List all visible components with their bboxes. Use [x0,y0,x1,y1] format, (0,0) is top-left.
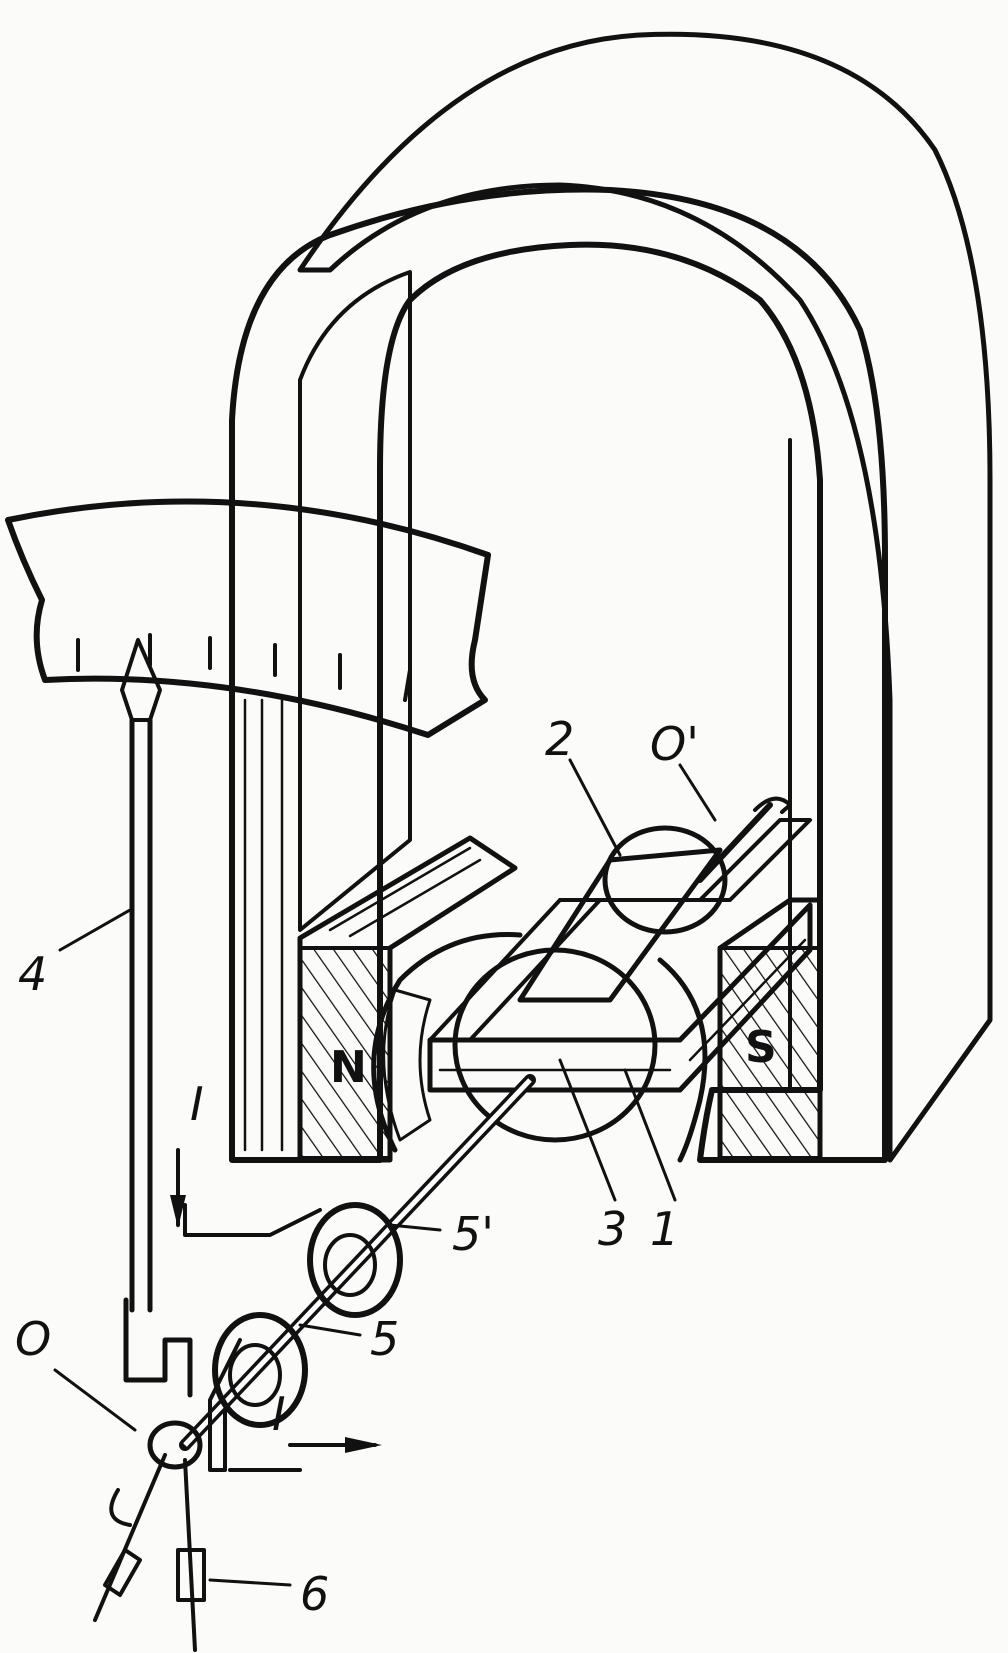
front-pivot [147,1420,203,1470]
label-spring-rear: 5' [452,1207,494,1261]
scale-ticks [76,633,412,702]
pole-pieces: N S [297,835,823,1163]
label-axis-rear: O' [650,717,699,771]
rear-axle [697,802,773,883]
core-end [602,825,728,935]
lead-terminal [176,1548,206,1602]
pole-gap-arc [371,932,708,1163]
magnet-front-face [229,186,888,1163]
magnet-left-leg-inner [298,270,412,932]
leader-1 [623,1068,677,1202]
leader-6 [208,1578,292,1587]
leader-5-prime [388,1223,442,1232]
scale-plate [5,498,491,738]
label-spring-front: 5 [370,1312,399,1366]
leader-2 [568,758,622,857]
core-and-coil [427,796,813,1143]
leader-lines [53,758,717,1587]
front-spiral-spring [212,1312,308,1428]
label-current-in: I [190,1077,204,1131]
label-lead: 6 [300,1567,329,1621]
label-frame: 3 [598,1202,627,1256]
labels: 4 2 O' 3 1 5' 5 6 O I I [15,712,699,1621]
pointer [120,638,193,1398]
rear-spiral-spring [307,1202,403,1318]
shaft-assembly [93,1074,536,1652]
label-axis-front: O [15,1312,51,1366]
label-pole-piece: 1 [650,1202,679,1256]
pointer-shaft [129,717,153,1313]
leader-O [53,1368,137,1432]
label-current-out: I [272,1387,286,1441]
pointer-tip [120,638,162,722]
current-arrows [170,1148,382,1453]
current-in-wire [183,1203,322,1237]
leader-5 [298,1323,362,1337]
horseshoe-magnet [229,31,993,1163]
north-pole-label: N [330,1042,367,1093]
south-pole-label: S [745,1022,777,1073]
leader-O-prime [678,763,717,822]
label-core: 2 [545,712,574,766]
magnet-left-leg-front [243,698,284,1152]
label-pointer: 4 [18,947,47,1001]
current-out-wire [208,1338,242,1472]
leader-3 [558,1058,617,1202]
front-axis-line [93,1453,167,1622]
scale-arc [5,498,491,738]
magnet-back-depth [297,31,993,1163]
lead-wire [183,1458,197,1652]
leader-4 [58,908,132,952]
